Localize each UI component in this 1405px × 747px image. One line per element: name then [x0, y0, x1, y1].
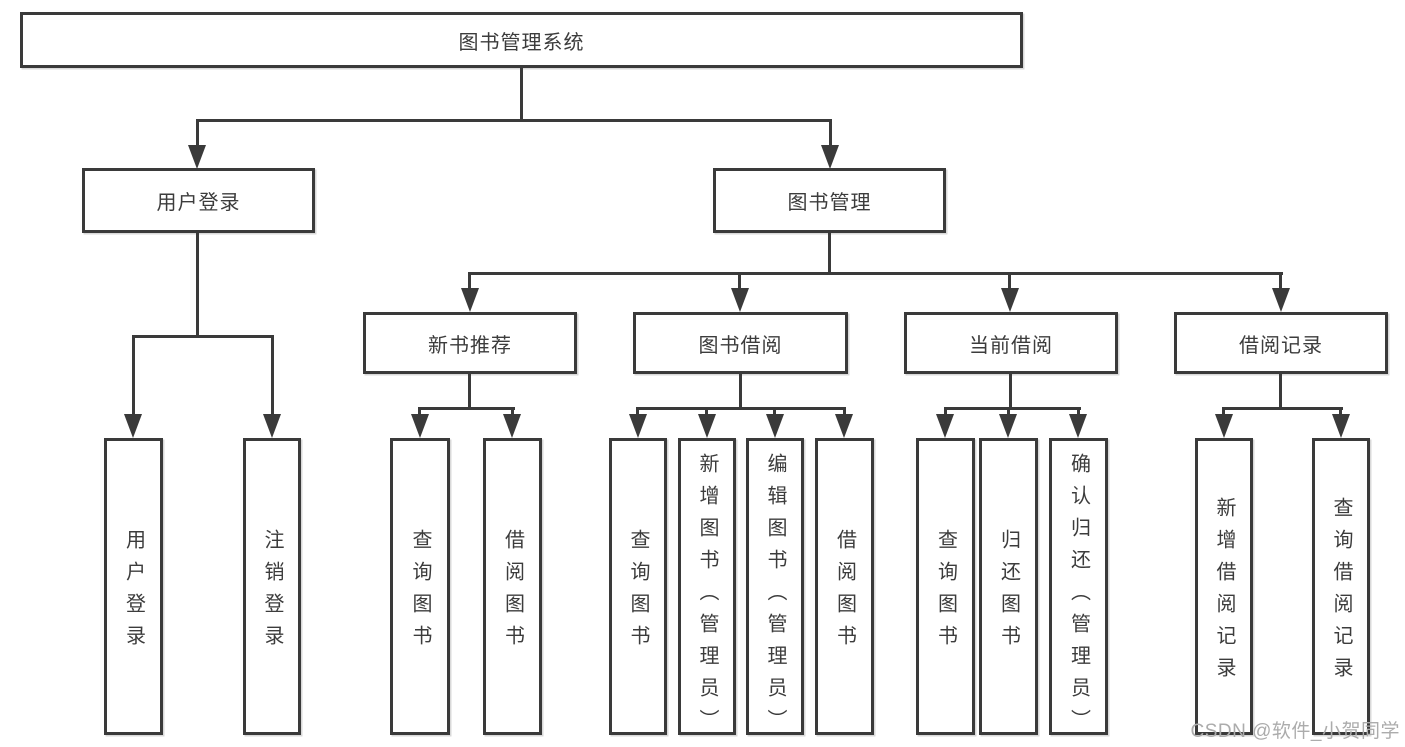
connector-stem	[468, 374, 471, 409]
node-label: 借阅图书	[501, 528, 524, 657]
connector-stem	[738, 272, 741, 290]
arrow-down-icon	[263, 414, 281, 438]
node-label: 查询图书	[627, 528, 649, 657]
connector-stem	[1222, 407, 1225, 417]
connector-stem	[705, 407, 708, 417]
node-label: 图书管理系统	[458, 31, 585, 54]
arrow-down-icon	[1272, 288, 1290, 312]
node-label: 当前借阅	[969, 334, 1053, 357]
arrow-down-icon	[461, 288, 479, 312]
node-label: 注销登录	[261, 528, 283, 657]
arrow-down-icon	[629, 414, 647, 438]
node-borrow-books: 借阅图书	[815, 438, 874, 735]
connector-stem	[1279, 374, 1282, 409]
connector-stem	[1339, 407, 1342, 417]
arrow-down-icon	[124, 414, 142, 438]
connector-stem	[636, 407, 639, 417]
node-borrow-books-recommend: 借阅图书	[483, 438, 542, 735]
node-label: 图书借阅	[698, 334, 783, 357]
node-label: 借阅图书	[833, 528, 856, 657]
arrow-down-icon	[731, 288, 749, 312]
connector-root-stem	[520, 68, 523, 119]
node-label: 查询借阅记录	[1330, 496, 1352, 689]
arrow-down-icon	[1069, 414, 1087, 438]
node-label: 归还图书	[997, 528, 1020, 657]
node-new-book-recommend: 新书推荐	[363, 312, 577, 374]
connector-stem	[739, 374, 742, 409]
connector-stem	[196, 119, 199, 148]
connector-manage-rail	[468, 272, 1283, 275]
connector-stem	[418, 407, 421, 417]
connector-stem	[843, 407, 846, 417]
connector-stem	[468, 272, 471, 290]
arrow-down-icon	[999, 414, 1017, 438]
node-label: 新书推荐	[428, 334, 512, 357]
node-confirm-return-admin: 确认归还（管理员）	[1049, 438, 1108, 741]
arrow-down-icon	[1215, 414, 1233, 438]
connector-stem	[773, 407, 776, 417]
arrow-down-icon	[1332, 414, 1350, 438]
node-add-books-admin: 新增图书（管理员）	[678, 438, 736, 741]
node-label: 查询图书	[934, 528, 957, 657]
node-query-books-borrowing: 查询图书	[609, 438, 667, 735]
node-label: 新增借阅记录	[1213, 496, 1235, 689]
arrow-down-icon	[766, 414, 784, 438]
connector-login-rail	[132, 335, 274, 338]
connector-stem	[1007, 407, 1010, 417]
connector-stem	[1077, 407, 1080, 417]
node-book-management: 图书管理	[713, 168, 946, 233]
node-query-books-recommend: 查询图书	[390, 438, 450, 735]
csdn-watermark: CSDN @软件_小贺同学	[1190, 721, 1400, 742]
connector-stem	[944, 407, 947, 417]
node-label: 用户登录	[122, 528, 145, 657]
connector-stem	[1008, 272, 1011, 290]
node-book-borrowing: 图书借阅	[633, 312, 848, 374]
arrow-down-icon	[698, 414, 716, 438]
node-label: 借阅记录	[1239, 334, 1323, 357]
node-label: 新增图书（管理员）	[696, 453, 718, 741]
node-user-login: 用户登录	[104, 438, 163, 735]
node-label: 确认归还（管理员）	[1067, 453, 1090, 741]
node-user-login-group: 用户登录	[82, 168, 315, 233]
node-label: 查询图书	[409, 528, 431, 657]
connector-stem	[271, 335, 274, 417]
arrow-down-icon	[936, 414, 954, 438]
arrow-down-icon	[411, 414, 429, 438]
connector-manage-stem	[828, 233, 831, 274]
arrow-down-icon	[503, 414, 521, 438]
connector-stem	[1279, 272, 1282, 290]
connector-stem	[1009, 374, 1012, 409]
connector-stem	[511, 407, 514, 417]
arrow-down-icon	[821, 145, 839, 169]
arrow-down-icon	[1001, 288, 1019, 312]
connector-rail	[636, 407, 845, 410]
node-root: 图书管理系统	[20, 12, 1023, 68]
connector-rail	[1223, 407, 1343, 410]
node-current-borrowing: 当前借阅	[904, 312, 1118, 374]
node-query-borrow-record: 查询借阅记录	[1312, 438, 1370, 735]
node-add-borrow-record: 新增借阅记录	[1195, 438, 1253, 735]
node-logout: 注销登录	[243, 438, 301, 735]
connector-login-stem	[196, 233, 199, 338]
node-query-books-current: 查询图书	[916, 438, 975, 735]
node-label: 用户登录	[156, 192, 241, 214]
node-label: 编辑图书（管理员）	[764, 453, 786, 741]
connector-rail	[418, 407, 515, 410]
node-label: 图书管理	[787, 192, 872, 214]
connector-rail	[944, 407, 1081, 410]
arrow-down-icon	[188, 145, 206, 169]
connector-root-rail	[196, 119, 832, 122]
connector-stem	[132, 335, 135, 417]
arrow-down-icon	[835, 414, 853, 438]
node-return-books: 归还图书	[979, 438, 1038, 735]
node-borrowing-records: 借阅记录	[1174, 312, 1388, 374]
node-edit-books-admin: 编辑图书（管理员）	[746, 438, 804, 741]
connector-stem	[829, 119, 832, 148]
